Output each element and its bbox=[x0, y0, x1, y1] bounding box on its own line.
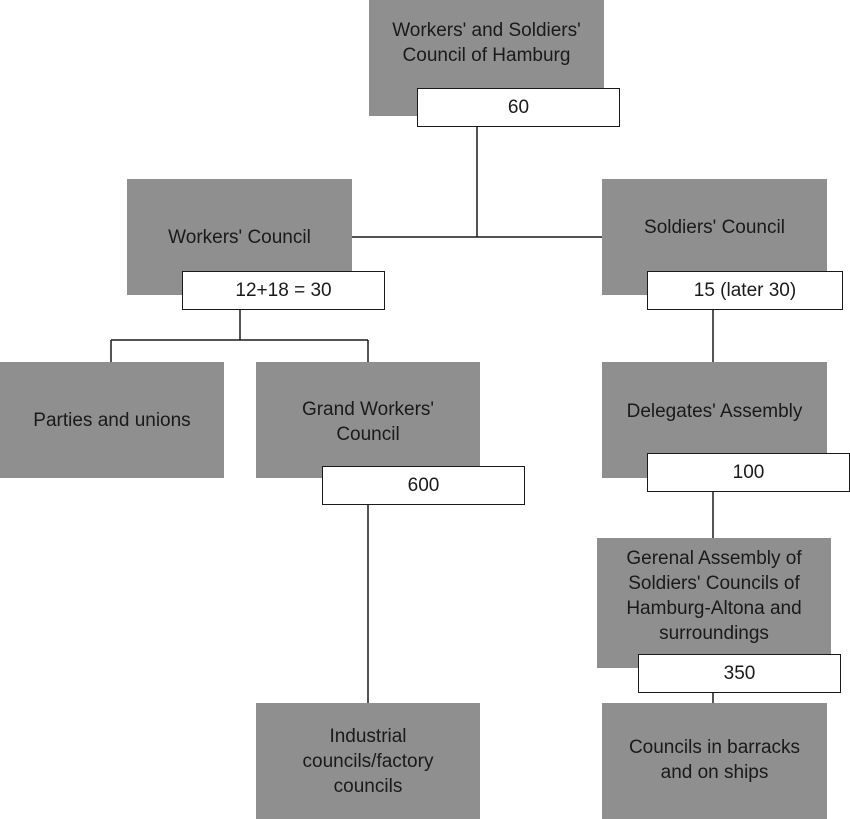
node-parties-unions: Parties and unions bbox=[0, 362, 224, 478]
node-barracks-label: Councils in barracks and on ships bbox=[628, 737, 801, 783]
count-grand: 600 bbox=[322, 466, 525, 505]
node-workers-label: Workers' Council bbox=[168, 227, 311, 248]
node-general-label: Gerenal Assembly of Soldiers' Councils o… bbox=[626, 548, 802, 644]
node-industrial-councils: Industrial councils/factory councils bbox=[256, 703, 480, 819]
count-hamburg: 60 bbox=[417, 88, 620, 127]
count-delegates: 100 bbox=[647, 453, 850, 492]
node-delegates-label: Delegates' Assembly bbox=[626, 401, 803, 422]
node-soldiers-label: Soldiers' Council bbox=[644, 217, 785, 238]
count-soldiers: 15 (later 30) bbox=[647, 271, 843, 310]
count-general: 350 bbox=[638, 654, 841, 693]
node-industrial-label: Industrial councils/factory councils bbox=[302, 725, 434, 797]
node-hamburg-label: Workers' and Soldiers' Council of Hambur… bbox=[392, 20, 581, 66]
count-workers: 12+18 = 30 bbox=[182, 271, 385, 310]
node-barracks-councils: Councils in barracks and on ships bbox=[602, 703, 827, 819]
node-grand-workers-council: Grand Workers' Council bbox=[256, 362, 480, 478]
node-parties-label: Parties and unions bbox=[33, 409, 191, 431]
node-general-assembly: Gerenal Assembly of Soldiers' Councils o… bbox=[597, 538, 831, 668]
node-grand-label: Grand Workers' Council bbox=[301, 399, 435, 445]
